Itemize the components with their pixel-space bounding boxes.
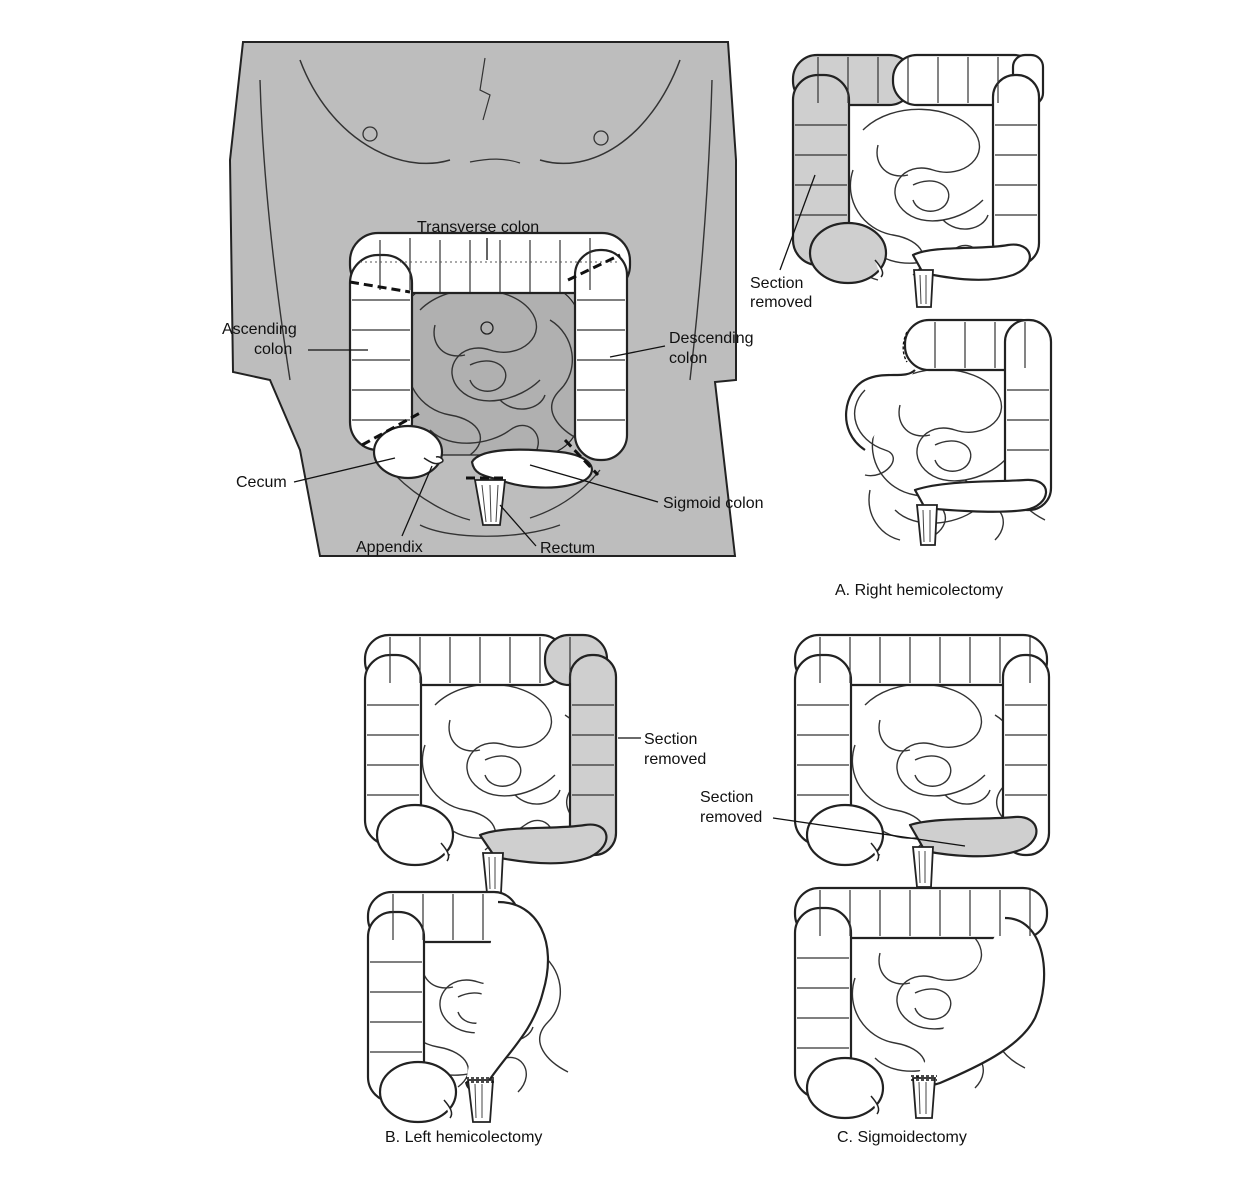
panel-a-section-label-line1: Section [750,275,803,292]
label-transverse-colon: Transverse colon [417,219,539,236]
label-appendix: Appendix [356,539,423,556]
panel-b-after [368,892,568,1122]
label-ascending-colon-line1: Ascending [222,321,297,338]
caption-c: C. Sigmoidectomy [837,1129,967,1146]
panel-c-before [795,635,1049,887]
panel-a-section-label-line2: removed [750,294,812,311]
caption-a: A. Right hemicolectomy [835,582,1003,599]
label-cecum: Cecum [236,474,287,491]
panel-c-after [795,888,1047,1118]
panel-c-section-label-line1: Section [700,789,753,806]
panel-b-section-label-line2: removed [644,751,706,768]
label-ascending-colon-line2: colon [254,341,292,358]
label-descending-colon-line2: colon [669,350,707,367]
label-descending-colon-line1: Descending [669,330,754,347]
panel-b-before [365,635,616,893]
panel-a-before [793,55,1043,307]
panel-c-section-label-line2: removed [700,809,762,826]
panel-b-section-label-line1: Section [644,731,697,748]
label-rectum: Rectum [540,540,595,557]
label-sigmoid-colon: Sigmoid colon [663,495,764,512]
panel-a-after [846,320,1051,545]
caption-b: B. Left hemicolectomy [385,1129,542,1146]
